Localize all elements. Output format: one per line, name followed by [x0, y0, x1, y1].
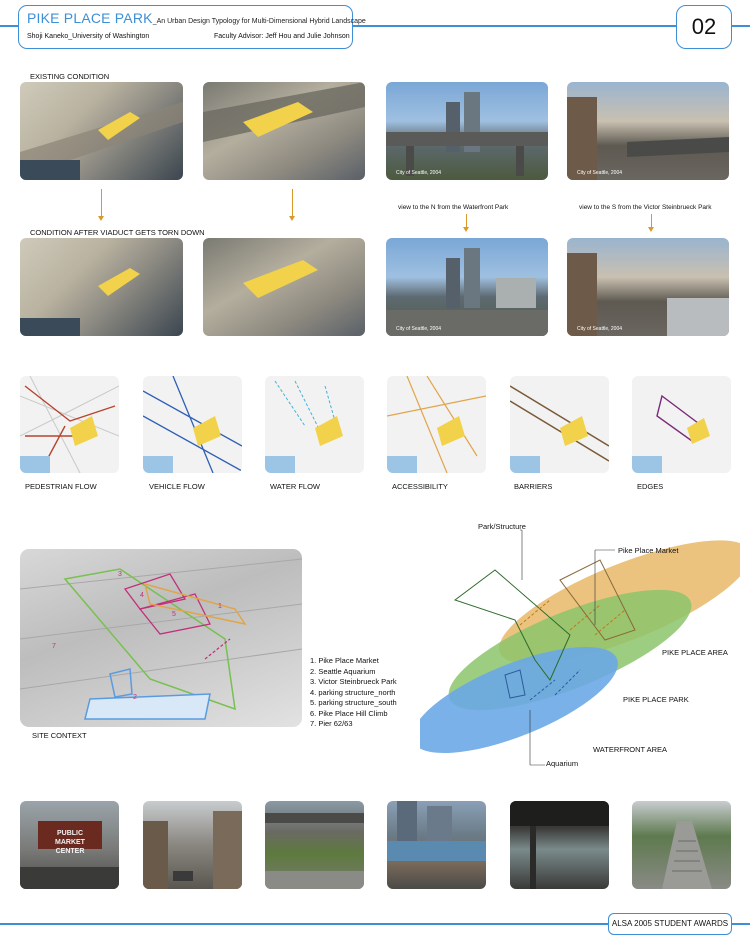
diagram-label-pedestrian: PEDESTRIAN FLOW: [25, 482, 97, 491]
context-marker-5: 5: [172, 611, 176, 618]
caption-north-view: view to the N from the Waterfront Park: [398, 204, 509, 211]
aerial-after-close: [203, 238, 365, 336]
page-title: PIKE PLACE PARK_An Urban Design Typology…: [27, 10, 366, 26]
header-line-right: [730, 25, 750, 27]
legend-item: 5. parking structure_south: [310, 698, 397, 707]
aerial-after-wide: [20, 238, 183, 336]
footer-line-left: [0, 923, 608, 925]
photo-under-viaduct: [510, 801, 609, 889]
photo-credit: City of Seattle, 2004: [577, 170, 623, 176]
photo-existing-south: City of Seattle, 2004: [567, 82, 729, 180]
context-marker-7: 7: [52, 643, 56, 650]
photo-viaduct-green-drawing: [265, 813, 364, 889]
photo-after-north-drawing: [386, 248, 548, 336]
photo-waterfront: [387, 801, 486, 889]
venn-label-park-structure: Park/Structure: [478, 522, 526, 531]
venn-diagram: [420, 529, 740, 766]
photo-viaduct-green: [265, 801, 364, 889]
site-context-drawing: [20, 558, 302, 720]
arrow-down-1: [98, 189, 104, 221]
legend-item: 1. Pike Place Market: [310, 656, 379, 665]
pedestrian-flow-drawing: [20, 376, 119, 473]
photo-after-north: City of Seattle, 2004: [386, 238, 548, 336]
advisor-line: Faculty Advisor: Jeff Hou and Julie John…: [214, 33, 350, 40]
photo-credit: City of Seattle, 2004: [396, 326, 442, 332]
photo-hill-climb-drawing: [662, 821, 712, 889]
page-number: 02: [676, 5, 732, 49]
photo-credit: City of Seattle, 2004: [396, 170, 442, 176]
venn-label-aquarium: Aquarium: [546, 759, 579, 768]
site-legend: 1. Pike Place Market 2. Seattle Aquarium…: [310, 656, 397, 730]
legend-item: 2. Seattle Aquarium: [310, 666, 376, 676]
photo-credit: City of Seattle, 2004: [577, 326, 623, 332]
photo-after-south-drawing: [567, 253, 729, 336]
legend-item: 3. Victor Steinbrueck Park: [310, 677, 397, 686]
diagram-label-vehicle: VEHICLE FLOW: [149, 482, 205, 491]
aerial-existing-wide: [20, 82, 183, 180]
header-line-middle: [351, 25, 676, 27]
photo-after-south: City of Seattle, 2004: [567, 238, 729, 336]
after-viaduct-label: CONDITION AFTER VIADUCT GETS TORN DOWN: [30, 228, 205, 237]
photo-public-market: PUBLIC MARKET CENTER: [20, 801, 119, 889]
venn-label-waterfront-area: WATERFRONT AREA: [593, 745, 668, 754]
legend-item: 7. Pier 62/63: [310, 719, 353, 728]
diagram-pedestrian-flow: [20, 376, 119, 473]
water-flow-drawing: [265, 380, 343, 473]
photo-existing-north: City of Seattle, 2004: [386, 82, 548, 180]
diagram-barriers: [510, 376, 609, 473]
arrow-down-2: [289, 189, 295, 221]
context-marker-2: 2: [133, 694, 137, 701]
aerial-after-wide-drawing: [20, 268, 140, 336]
diagram-label-edges: EDGES: [637, 482, 664, 491]
aerial-existing-wide-drawing: [20, 102, 183, 180]
accessibility-drawing: [387, 376, 486, 473]
photo-public-market-drawing: [20, 821, 119, 889]
barriers-drawing: [510, 385, 609, 473]
market-sign: PUBLIC MARKET CENTER: [55, 830, 85, 855]
diagram-accessibility: [387, 376, 486, 473]
photo-existing-south-drawing: [567, 97, 729, 180]
edges-drawing: [632, 394, 710, 473]
arrow-down-4: [648, 214, 654, 232]
venn-label-pike-place-park: PIKE PLACE PARK: [623, 695, 689, 704]
arrow-down-3: [463, 214, 469, 232]
aerial-existing-close-drawing: [203, 82, 365, 142]
photo-street-drawing: [143, 811, 242, 889]
diagram-vehicle-flow: [143, 376, 242, 473]
photo-waterfront-drawing: [387, 801, 486, 861]
footer-awards: ALSA 2005 STUDENT AWARDS: [608, 913, 732, 935]
caption-south-view: view to the S from the Victor Steinbruec…: [579, 204, 712, 211]
diagram-water-flow: [265, 376, 364, 473]
context-marker-1: 1: [218, 603, 222, 610]
legend-item: 6. Pike Place Hill Climb: [310, 708, 388, 718]
title-box: PIKE PLACE PARK_An Urban Design Typology…: [18, 5, 366, 49]
site-context-label: SITE CONTEXT: [32, 731, 87, 740]
venn-label-pike-place-area: PIKE PLACE AREA: [662, 648, 728, 657]
diagram-label-water: WATER FLOW: [270, 482, 320, 491]
context-marker-4: 4: [140, 592, 144, 599]
diagram-edges: [632, 376, 731, 473]
aerial-after-close-drawing: [243, 260, 318, 298]
footer-line-right: [730, 923, 750, 925]
page-subtitle: _An Urban Design Typology for Multi-Dime…: [152, 18, 366, 25]
context-marker-3: 3: [118, 571, 122, 578]
photo-under-viaduct-drawing: [510, 801, 609, 889]
diagram-label-barriers: BARRIERS: [514, 482, 553, 491]
author-line: Shoji Kaneko_University of Washington: [27, 33, 150, 40]
aerial-existing-close: [203, 82, 365, 180]
photo-hill-climb: [632, 801, 731, 889]
site-context-map: 1 2 3 4 5 7: [20, 549, 302, 727]
photo-existing-north-drawing: [386, 92, 548, 176]
diagram-label-accessibility: ACCESSIBILITY: [392, 482, 448, 491]
existing-condition-label: EXISTING CONDITION: [30, 72, 110, 81]
photo-street: [143, 801, 242, 889]
venn-label-market: Pike Place Market: [618, 546, 679, 555]
header-line-left: [0, 25, 18, 27]
legend-item: 4. parking structure_north: [310, 687, 396, 697]
vehicle-flow-drawing: [143, 376, 242, 473]
